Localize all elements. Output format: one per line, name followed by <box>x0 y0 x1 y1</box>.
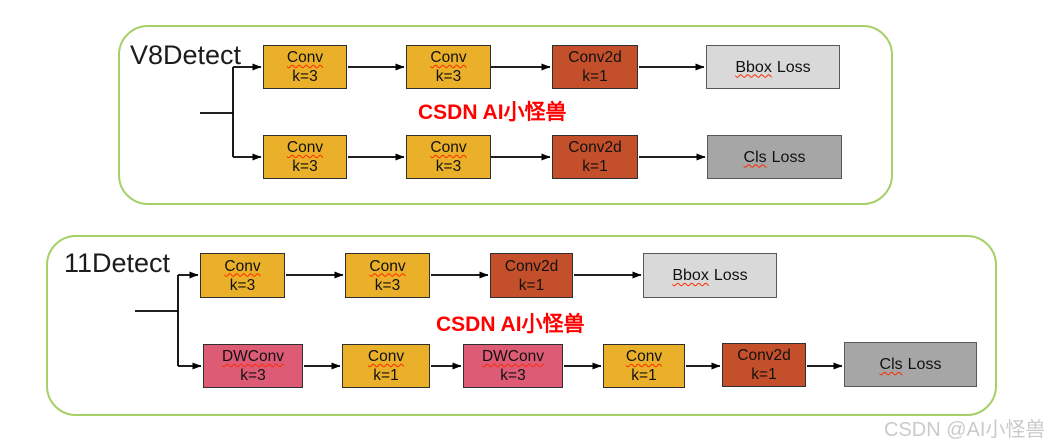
node-sublabel: k=3 <box>500 367 526 384</box>
node-sublabel: k=1 <box>582 158 608 175</box>
v11-cls-dwconv1: DWConv k=3 <box>203 344 303 388</box>
v11-bbox-conv1: Conv k=3 <box>200 253 285 298</box>
panel-11detect <box>46 235 997 416</box>
panel-v8detect <box>118 25 893 205</box>
v8-cls-conv1: Conv k=3 <box>263 135 347 179</box>
v11-cls-conv2: Conv k=1 <box>603 344 685 388</box>
title-v8detect: V8Detect <box>130 40 242 70</box>
v11-cls-conv1: Conv k=1 <box>342 344 430 388</box>
node-label: Conv <box>430 139 467 156</box>
node-label: Conv <box>367 348 405 365</box>
node-sublabel: k=1 <box>582 68 608 85</box>
watermark-csdn-v8: CSDN AI小怪兽 <box>418 101 567 124</box>
node-sublabel: k=3 <box>435 158 462 175</box>
v11-cls-dwconv2: DWConv k=3 <box>463 344 563 388</box>
node-label: Conv2d <box>504 257 559 275</box>
v11-cls-conv2d: Conv2d k=1 <box>722 343 806 387</box>
v8-bbox-conv2d: Conv2d k=1 <box>552 45 638 89</box>
v8-bbox-conv2: Conv k=3 <box>406 45 491 89</box>
node-label: DWConv <box>481 348 544 365</box>
node-sublabel: k=3 <box>240 367 266 384</box>
node-sublabel: k=3 <box>374 276 401 294</box>
node-sublabel: k=1 <box>373 367 399 384</box>
v11-bbox-conv2d: Conv2d k=1 <box>490 253 573 298</box>
node-label: Conv2d <box>737 347 791 364</box>
node-sublabel: k=1 <box>518 276 545 294</box>
node-sublabel: k=3 <box>229 276 256 294</box>
v8-bbox-conv1: Conv k=3 <box>263 45 347 89</box>
node-sublabel: k=1 <box>751 366 777 383</box>
node-label: Conv2d <box>568 139 622 156</box>
node-sublabel: k=1 <box>631 367 657 384</box>
node-label: Conv <box>286 139 324 156</box>
title-11detect: 11Detect <box>64 248 171 278</box>
v8-cls-conv2d: Conv2d k=1 <box>552 135 638 179</box>
node-sublabel: k=3 <box>292 68 318 85</box>
node-sublabel: k=3 <box>292 158 318 175</box>
node-sublabel: k=3 <box>435 68 462 85</box>
node-label: Conv <box>286 49 324 66</box>
node-label: DWConv <box>221 348 284 365</box>
v8-cls-conv2: Conv k=3 <box>406 135 491 179</box>
footer-watermark: CSDN @AI小怪兽 <box>884 419 1044 441</box>
node-label: Conv <box>430 49 467 66</box>
node-label: Conv2d <box>568 49 622 66</box>
node-label: Conv <box>625 348 663 365</box>
node-label: Conv <box>224 257 261 275</box>
v11-bbox-conv2: Conv k=3 <box>345 253 430 298</box>
watermark-csdn-v11: CSDN AI小怪兽 <box>436 313 585 336</box>
node-label: Conv <box>369 257 406 275</box>
